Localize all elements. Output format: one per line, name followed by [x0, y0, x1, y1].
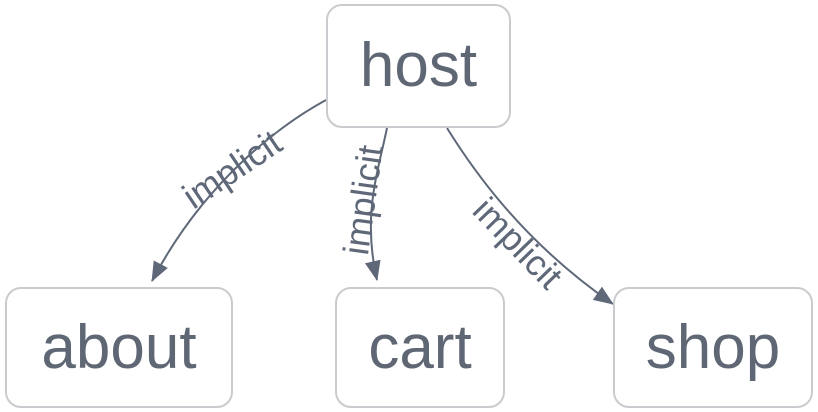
- node-about-label: about: [41, 312, 197, 382]
- edge-label-host-cart: implicit: [335, 143, 391, 258]
- edge-host-cart: [364, 127, 388, 281]
- node-host-label: host: [359, 31, 478, 100]
- edge-label-host-about: implicit: [175, 121, 289, 217]
- node-host: host: [326, 4, 511, 128]
- edge-host-shop: [446, 127, 614, 305]
- edge-host-about: [151, 99, 327, 282]
- node-cart: cart: [335, 287, 505, 408]
- node-cart-label: cart: [368, 312, 472, 382]
- edge-label-host-shop: implicit: [465, 189, 571, 297]
- node-shop: shop: [613, 287, 813, 408]
- node-shop-label: shop: [645, 312, 781, 382]
- node-about: about: [5, 287, 233, 408]
